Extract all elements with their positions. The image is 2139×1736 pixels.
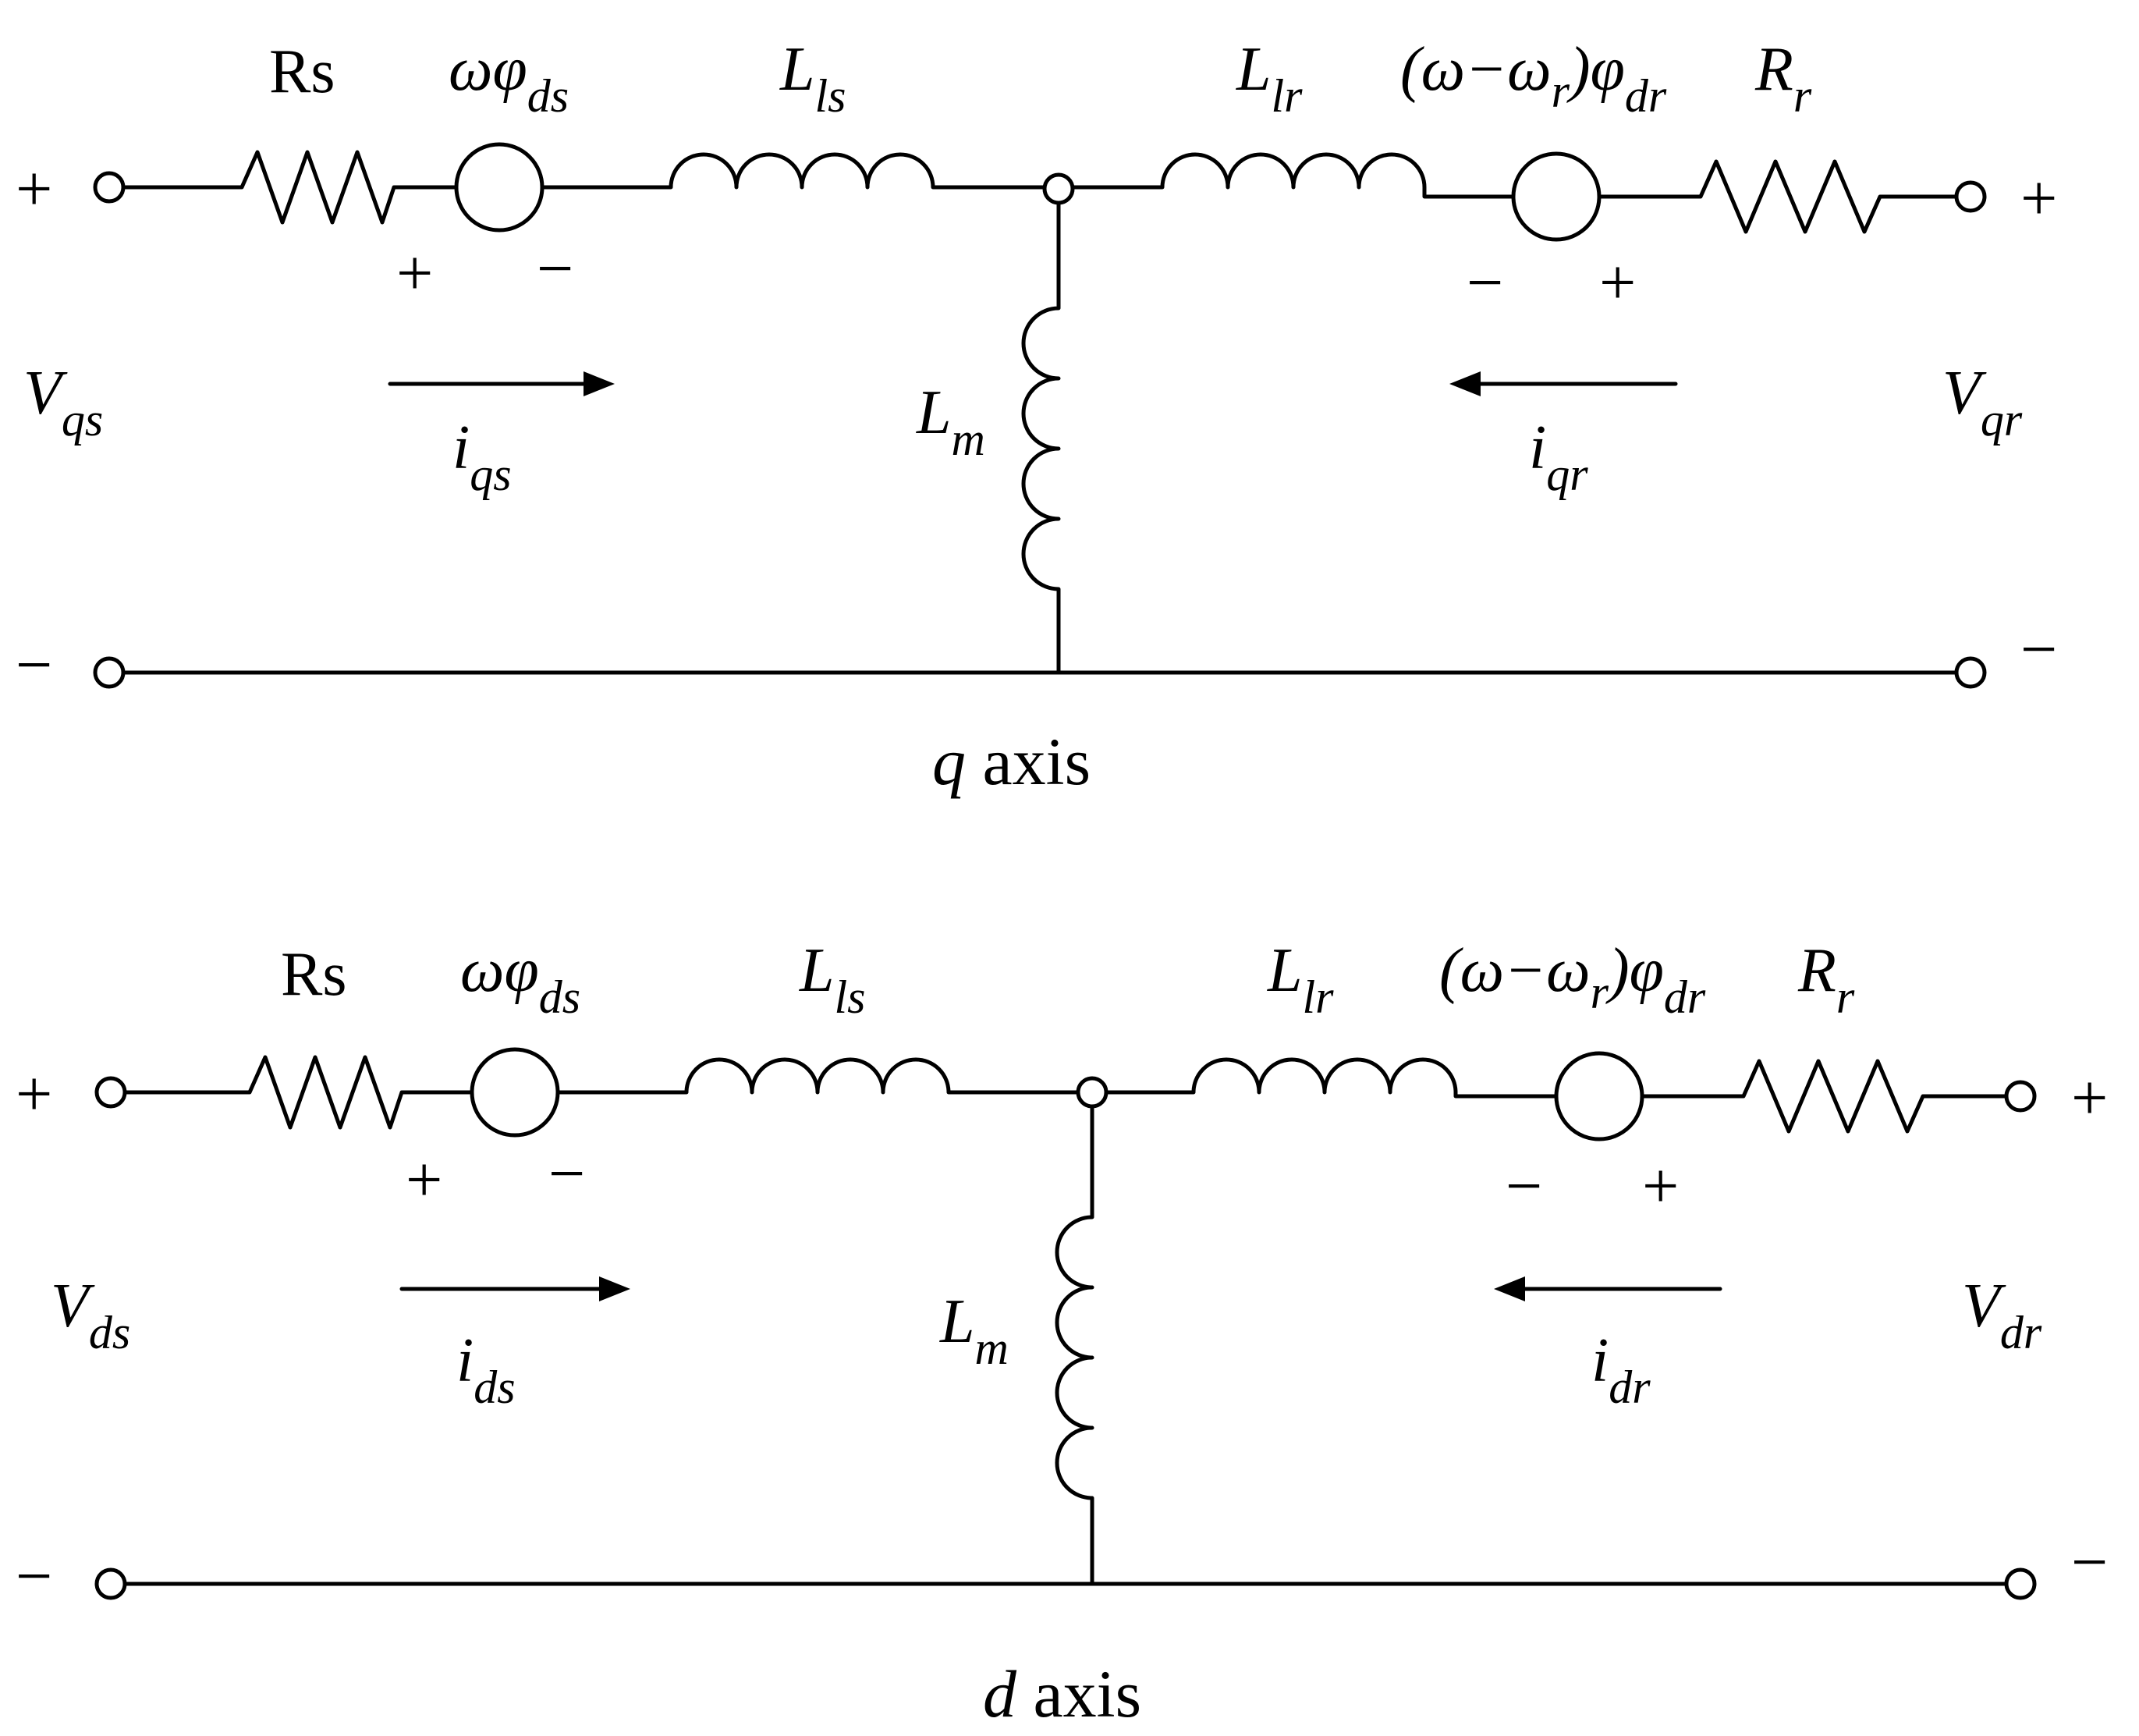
d-rotor-voltage-source [1554,1051,1644,1141]
d-axis-circuit: Rs ωφds Lls Llr (ω−ωr)φdr Rr Lm Vds Vdr … [16,936,2108,1731]
d-left-voltage-label: Vds [51,1272,130,1358]
q-left-plus-sign: + [16,153,52,225]
q-rotor-leakage-inductor [1070,152,1516,199]
q-right-top-terminal [1954,180,1987,213]
q-rr-label: Rr [1754,35,1812,122]
d-axis-caption: d axis [983,1656,1141,1731]
d-rotor-current-label: idr [1591,1326,1651,1413]
q-right-plus-sign: + [2020,162,2057,235]
d-lls-label: Lls [799,936,866,1023]
d-left-bottom-terminal [94,1567,127,1600]
q-axis-circuit: Rs ωφds Lls Llr (ω−ωr)φdr Rr Lm Vqs Vqr … [16,35,2057,799]
q-magnetizing-inductor [1021,201,1061,675]
d-right-top-terminal [2004,1080,2037,1113]
d-llr-label: Llr [1267,936,1334,1023]
q-llr-label: Llr [1236,35,1303,122]
q-axis-caption: q axis [932,724,1091,799]
d-rotor-source-minus: − [1506,1150,1542,1223]
d-stator-leakage-inductor [555,1057,1080,1095]
q-lls-label: Lls [779,35,846,122]
d-rotor-emf-label: (ω−ωr)φdr [1439,936,1706,1023]
d-right-bottom-terminal [2004,1567,2037,1600]
d-rs-label: Rs [281,940,347,1009]
d-left-minus-sign: − [16,1540,52,1613]
q-rotor-source-minus: − [1467,247,1503,319]
d-rotor-leakage-inductor [1104,1057,1559,1099]
q-left-voltage-label: Vqs [23,359,103,446]
d-left-plus-sign: + [16,1058,52,1131]
d-right-voltage-label: Vdr [1962,1272,2042,1358]
q-left-bottom-terminal [93,656,126,689]
d-lm-label: Lm [939,1287,1009,1374]
d-magnetizing-inductor [1055,1104,1094,1586]
q-rotor-voltage-source [1511,151,1602,242]
q-top-wire-left [121,150,459,225]
q-rotor-current-label: iqr [1529,414,1588,500]
d-right-plus-sign: + [2071,1062,2108,1134]
q-magnetizing-node [1042,172,1075,205]
d-left-top-terminal [94,1076,127,1109]
d-rotor-current-arrowhead [1494,1276,1525,1301]
d-rotor-source-plus: + [1642,1150,1679,1223]
d-right-minus-sign: − [2071,1526,2108,1599]
d-top-wire-left [122,1055,474,1130]
q-stator-source-minus: − [537,233,573,305]
q-left-minus-sign: − [16,629,52,701]
q-right-bottom-terminal [1954,656,1987,689]
q-stator-emf-label: ωφds [449,35,569,122]
q-rotor-emf-label: (ω−ωr)φdr [1400,35,1667,122]
q-stator-leakage-inductor [540,152,1048,190]
d-stator-emf-label: ωφds [460,936,580,1023]
q-left-top-terminal [93,171,126,204]
d-stator-source-minus: − [548,1138,585,1210]
q-stator-source-plus: + [396,237,433,310]
d-rotor-resistor [1640,1059,2009,1134]
q-rotor-current-arrowhead [1449,371,1481,396]
d-stator-voltage-source [470,1047,560,1138]
d-stator-current-label: ids [456,1326,516,1413]
q-stator-voltage-source [454,142,545,233]
q-rotor-resistor [1597,159,1959,234]
q-right-minus-sign: − [2020,613,2057,686]
d-stator-current-arrowhead [599,1276,630,1301]
q-stator-current-arrowhead [584,371,615,396]
d-magnetizing-node [1076,1076,1109,1109]
q-lm-label: Lm [916,378,985,465]
d-rr-label: Rr [1797,936,1855,1023]
q-stator-current-label: iqs [452,414,512,500]
d-stator-source-plus: + [406,1144,442,1216]
q-right-voltage-label: Vqr [1942,359,2023,446]
q-rs-label: Rs [269,37,335,106]
q-rotor-source-plus: + [1599,247,1636,319]
